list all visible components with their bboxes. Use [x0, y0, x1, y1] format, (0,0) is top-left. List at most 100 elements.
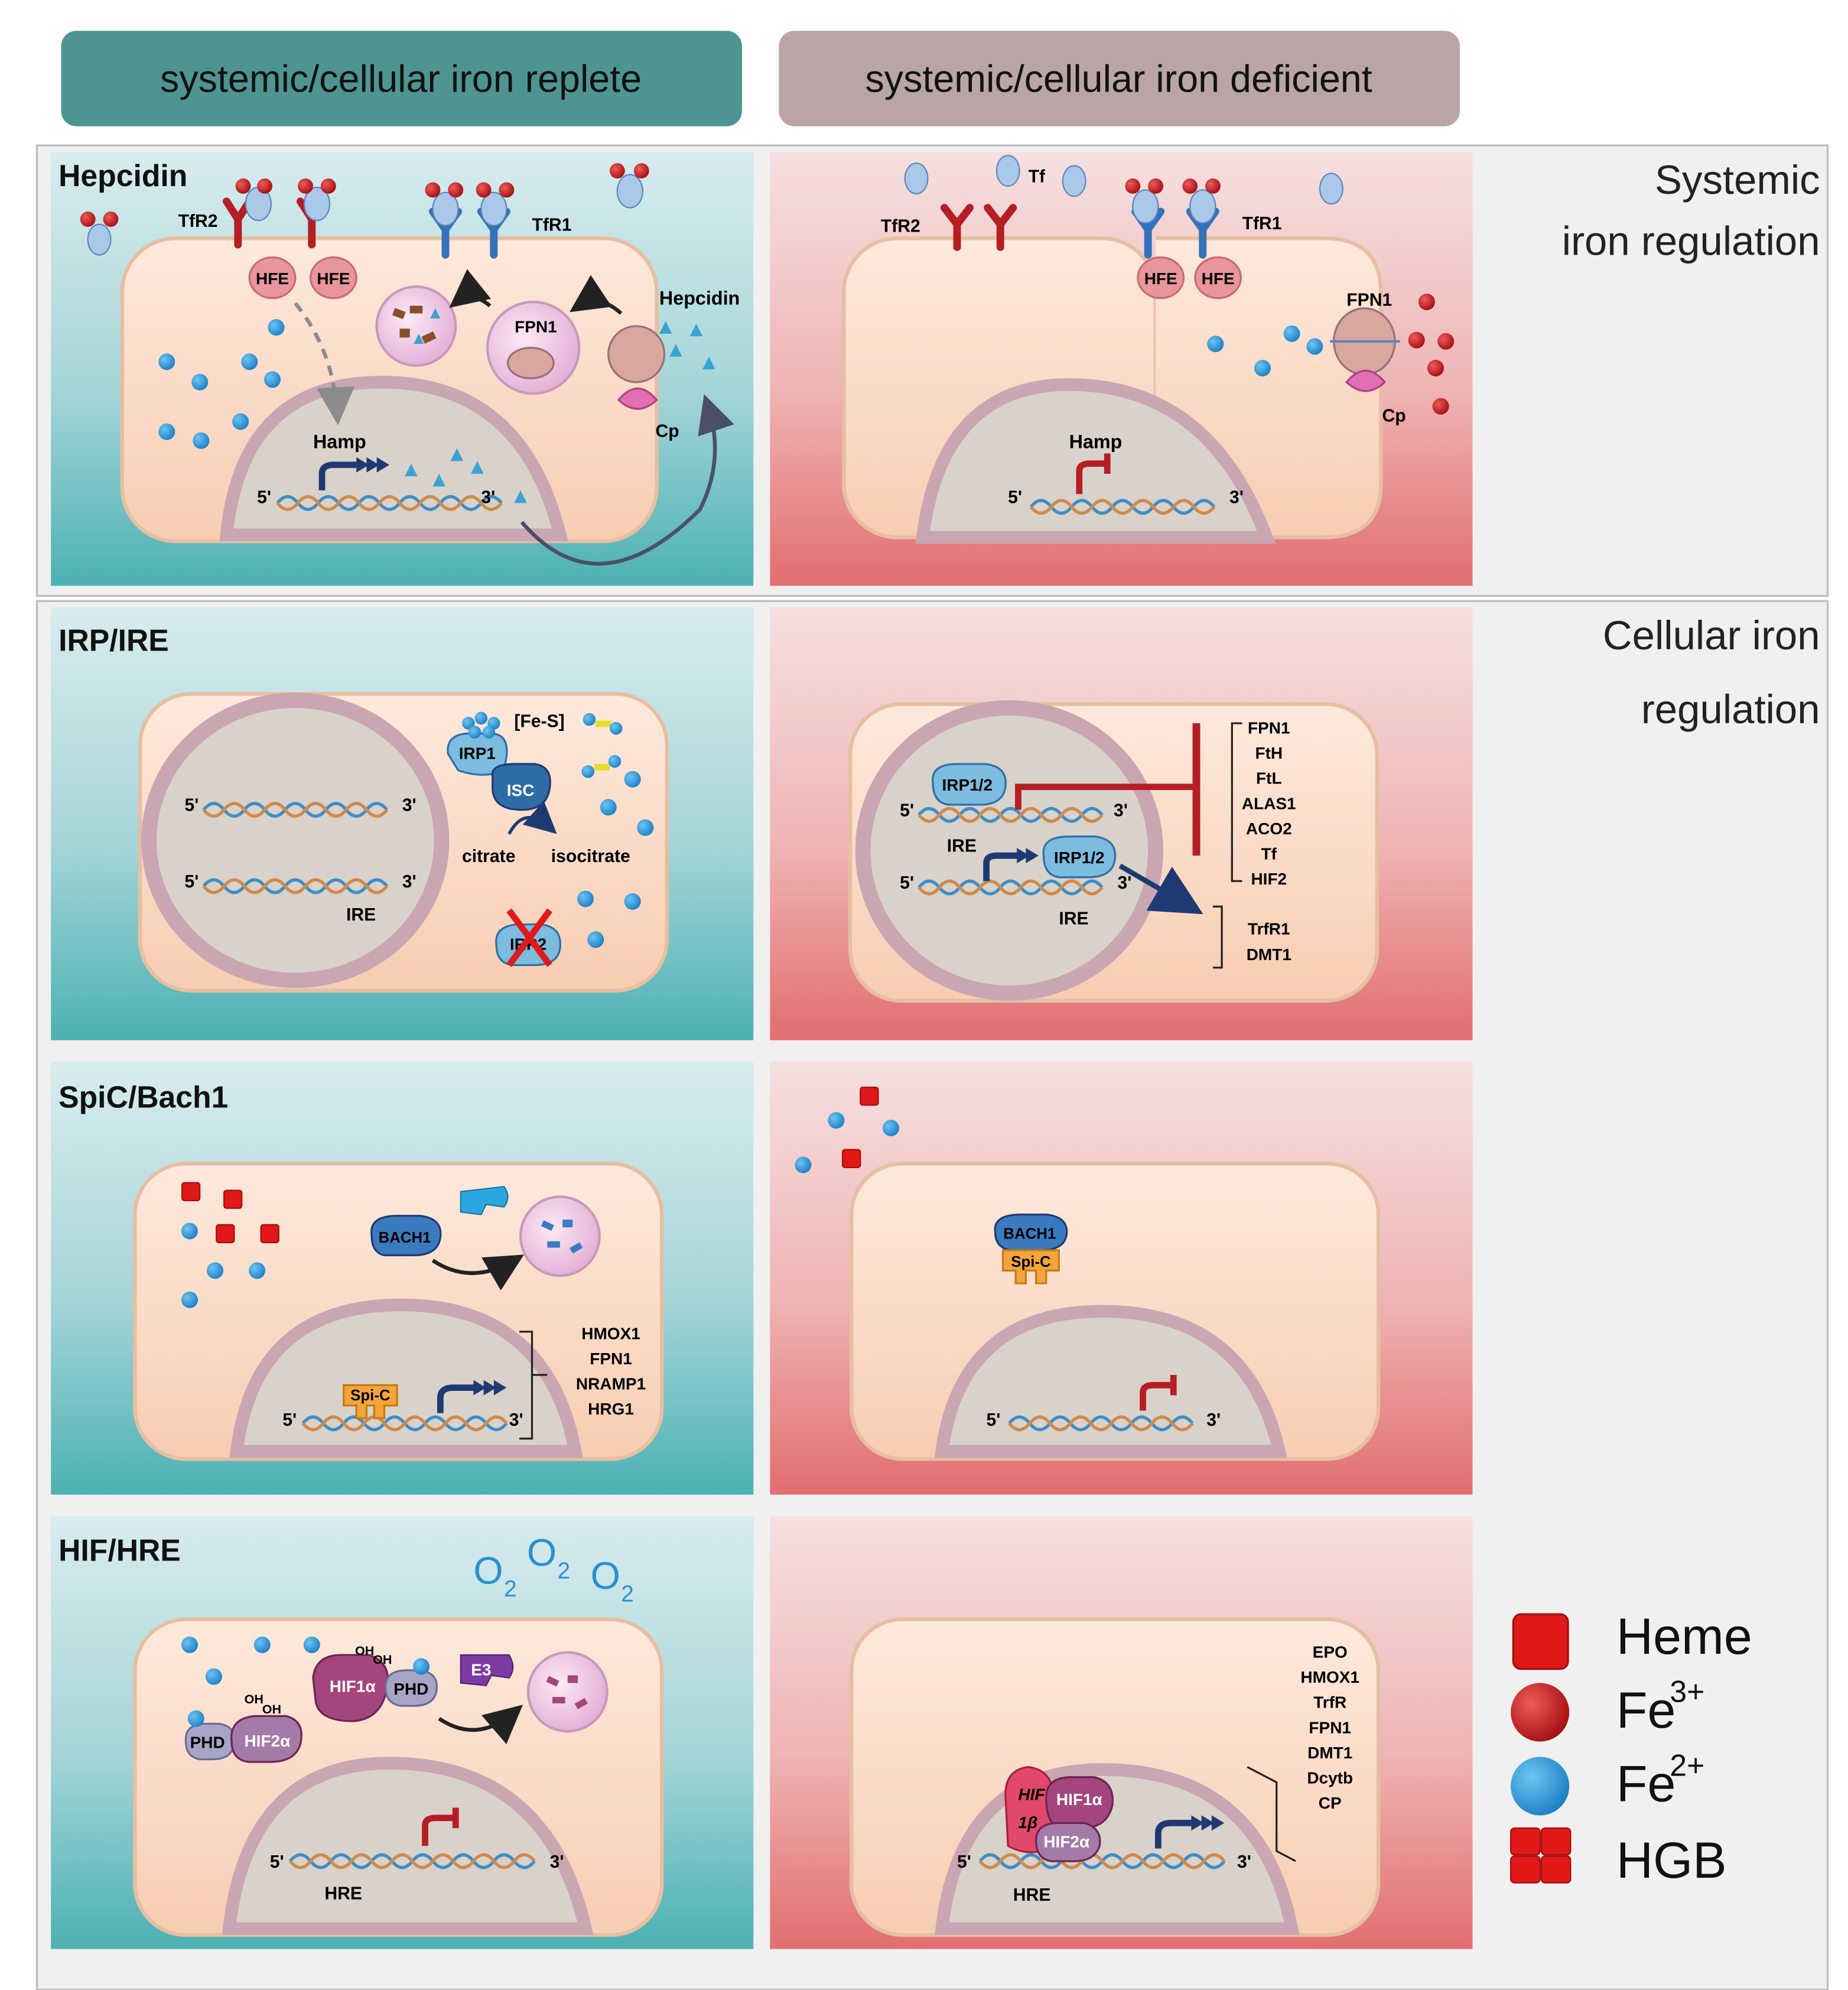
gene-label: NRAMP1	[576, 1375, 646, 1393]
label-5prime: 5'	[270, 1852, 284, 1872]
label-5prime: 5'	[957, 1852, 971, 1872]
fe2-ions	[158, 319, 285, 449]
header-deficient: systemic/cellular iron deficient	[779, 31, 1460, 126]
hif-deficient-cell: 5' 3' HRE HIF 1β HIF1α HIF2α	[849, 1617, 1381, 1937]
label-fpn1: FPN1	[1346, 290, 1392, 310]
label-tfr1: TfR1	[532, 215, 571, 235]
dna-strand	[918, 807, 1104, 823]
hif2a-protein	[1034, 1822, 1101, 1862]
label-5prime: 5'	[282, 1410, 297, 1430]
holo-transferrin	[80, 163, 649, 256]
transcription-blocked-icon	[422, 1807, 459, 1846]
heme-molecules	[842, 1087, 879, 1168]
label-hamp: Hamp	[313, 431, 366, 453]
fe2-ions	[795, 1112, 899, 1173]
o2-subscript: 2	[504, 1576, 517, 1602]
label-citrate: citrate	[462, 847, 515, 866]
phd-enzyme	[385, 1669, 438, 1707]
label-cp: Cp	[655, 421, 679, 441]
transcription-active-icon	[473, 1380, 507, 1396]
dna-strand	[1029, 499, 1216, 515]
hepcidin-deficient-cell: 5' 3' Hamp HFE HFE Cp FPN1	[842, 236, 1455, 544]
bach1-protein	[370, 1215, 442, 1257]
panel-title-spic-bach1: SpiC/Bach1	[58, 1080, 228, 1114]
label-3prime: 3'	[1117, 873, 1131, 893]
irp-deficient-cell: 5' 3' 5' 3' IRE IRE IRP1/2 IRP1/2	[848, 700, 1380, 1003]
gene-label: FtH	[1255, 744, 1283, 762]
svg-text:HFE: HFE	[256, 269, 289, 288]
legend-fe3-superscript: 3+	[1670, 1674, 1704, 1709]
tfr2-receptors: TfR2	[881, 204, 1017, 251]
fe-s-cluster	[462, 711, 500, 739]
dna-strand	[1008, 1415, 1194, 1432]
label-ire: IRE	[346, 905, 376, 925]
label-3prime: 3'	[509, 1410, 523, 1430]
dna-strand	[301, 1415, 508, 1432]
label-5prime: 5'	[900, 873, 914, 893]
fe3-ions	[1408, 293, 1455, 415]
e3-ubiquitin-ligase	[460, 1654, 514, 1686]
gene-label: FtL	[1256, 769, 1282, 788]
label-bach1: BACH1	[379, 1230, 431, 1246]
legend-fe2-superscript: 2+	[1670, 1748, 1704, 1783]
dna-strand	[289, 1853, 536, 1869]
gene-label: DMT1	[1307, 1744, 1352, 1762]
label-oh: OH	[245, 1692, 263, 1706]
label-hif1b-b: 1β	[1018, 1813, 1037, 1832]
label-isc: ISC	[507, 781, 535, 799]
gene-bracket	[1213, 905, 1223, 969]
header-deficient-label: systemic/cellular iron deficient	[866, 58, 1372, 100]
gene-label: FPN1	[590, 1350, 632, 1368]
label-hre: HRE	[324, 1884, 362, 1904]
gene-label: HRG1	[588, 1400, 634, 1418]
gene-label: HMOX1	[1300, 1668, 1359, 1686]
label-tfr1: TfR1	[1242, 214, 1282, 233]
label-5prime: 5'	[900, 801, 914, 820]
dna-strand	[202, 802, 389, 818]
label-ire: IRE	[947, 837, 977, 856]
hfe-protein: HFE	[1137, 256, 1185, 300]
label-3prime: 3'	[550, 1852, 564, 1872]
dna-strand	[276, 495, 503, 511]
panel-title-irp-ire: IRP/IRE	[58, 623, 169, 657]
label-5prime: 5'	[184, 872, 199, 892]
fe2-ions	[181, 1636, 430, 1727]
transcription-active-icon	[1191, 1815, 1225, 1831]
irp1-protein	[447, 732, 508, 776]
gene-label: Tf	[1261, 845, 1277, 863]
o2-subscript: 2	[621, 1582, 634, 1607]
transcription-start-arrow	[1154, 1819, 1192, 1849]
dna-strand	[918, 879, 1104, 896]
fe2-ions	[181, 1222, 266, 1308]
lysosome	[375, 285, 457, 367]
legend-hgb-label: HGB	[1616, 1832, 1727, 1889]
transferrin: Tf	[904, 155, 1343, 224]
dna-strand	[918, 879, 1104, 896]
label-5prime: 5'	[184, 796, 199, 815]
legend-item-fe2: Fe 2+	[1511, 1748, 1704, 1816]
dna-strand	[1029, 499, 1216, 515]
transcription-blocked-icon	[1076, 453, 1111, 495]
label-3prime: 3'	[1114, 801, 1128, 820]
spic-replete-cell: 5' 3' Spi-C BACH1	[133, 1162, 664, 1461]
label-3prime: 3'	[402, 796, 417, 815]
fe2-ions	[1207, 325, 1323, 377]
ferroportin-internalized	[506, 346, 555, 379]
legend-item-hgb: HGB	[1510, 1827, 1727, 1889]
label-3prime: 3'	[1237, 1852, 1251, 1872]
gene-label: Dcytb	[1307, 1769, 1353, 1787]
gene-label: ACO2	[1246, 820, 1292, 838]
svg-text:HFE: HFE	[1202, 269, 1235, 288]
legend-item-heme: Heme	[1512, 1608, 1752, 1670]
irp12-protein	[1042, 835, 1117, 879]
gene-bracket	[519, 1331, 533, 1440]
hif-replete-cell: 5' 3' HRE HIF1α OH OH PHD PHD HIF2α OH O…	[133, 1617, 664, 1937]
oxygen-molecules: O 2 O 2 O 2	[473, 1531, 633, 1607]
label-hre: HRE	[1013, 1885, 1051, 1905]
dna-strand	[1008, 1415, 1194, 1432]
label-3prime: 3'	[1229, 487, 1244, 507]
fe3-icon	[1511, 1683, 1570, 1742]
label-tfr2: TfR2	[881, 217, 920, 236]
